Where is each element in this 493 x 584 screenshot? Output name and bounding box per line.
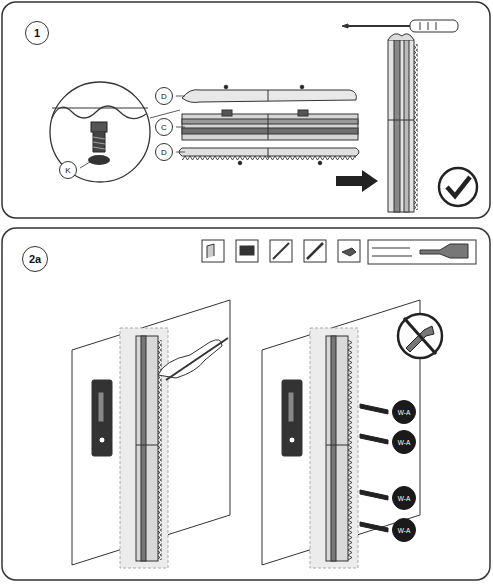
callout-text: D — [161, 148, 167, 157]
callout-text: K — [65, 166, 70, 175]
step-panel — [2, 228, 490, 580]
step-number: 1 — [25, 21, 49, 45]
callout-text: C — [161, 123, 167, 132]
fixing-callout: W-A — [392, 518, 416, 542]
part-callout: D — [155, 143, 173, 161]
prohibited-tool — [398, 314, 442, 358]
callout-text: 2a — [29, 253, 41, 265]
screws — [360, 404, 388, 532]
check-mark — [439, 168, 477, 206]
profile-parts — [179, 85, 359, 165]
part-callout: K — [59, 161, 77, 179]
callout-text: W-A — [398, 495, 411, 502]
part-callout: C — [155, 118, 173, 136]
callout-text: W-A — [398, 409, 411, 416]
fixing-callout: W-A — [392, 430, 416, 454]
wall-assembly — [72, 300, 230, 568]
assembled-rail — [388, 34, 418, 212]
callout-text: 1 — [34, 27, 40, 39]
callout-text: W-A — [398, 439, 411, 446]
part-callout: D — [155, 87, 173, 105]
wall-assembly — [262, 300, 420, 568]
tool-icons — [202, 240, 476, 264]
callout-text: W-A — [398, 527, 411, 534]
fixing-callout: W-A — [392, 400, 416, 424]
step-panel — [2, 2, 490, 218]
detail-zoom — [50, 82, 180, 182]
arrow — [336, 170, 378, 192]
leader-line — [80, 96, 185, 168]
callout-text: D — [161, 92, 167, 101]
step-number: 2a — [22, 246, 48, 272]
screwdriver — [342, 20, 458, 32]
fixing-callout: W-A — [392, 486, 416, 510]
